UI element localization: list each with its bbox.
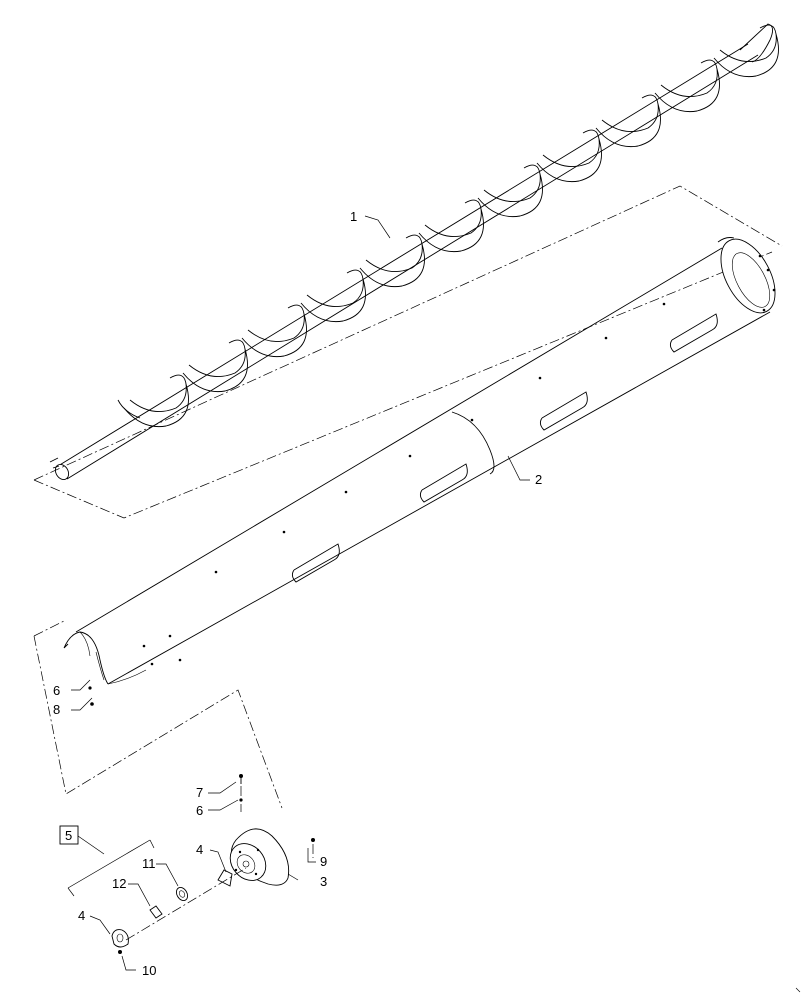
bolt-hole [178,658,182,662]
tube-slot [539,391,588,431]
bearing-ring [175,886,189,902]
callout-3: 3 [320,874,327,889]
auger-flight [477,164,543,218]
tube-slot [669,313,718,353]
nut-item-9 [311,838,315,842]
hardware-parts [88,686,315,954]
auger-stub-shaft [49,457,60,469]
bolt-hole [772,288,776,292]
bolt-hole [762,308,766,312]
bolt-hole [538,376,542,380]
callout-5: 5 [65,828,72,843]
phantom-line-lower [33,619,283,809]
tube-flange-body [717,237,735,243]
bolt-hole [344,490,348,494]
bolt-hole [282,530,286,534]
auger-flight [536,129,602,183]
bolt-hole [758,254,762,258]
callout-4-lower: 4 [78,908,85,923]
auger-tube [63,237,776,685]
group-bracket-5 [67,835,155,897]
auger-shaft-end [54,464,70,480]
callout-11: 11 [142,856,156,871]
bolt-hole [150,662,154,666]
corner-mark [795,987,801,993]
bolt-hole [168,634,172,638]
tube-flange-inner [731,252,771,308]
bolt-hole [214,570,218,574]
callout-6-right: 6 [196,803,203,818]
callout-9: 9 [320,854,327,869]
tube-left-end [63,631,109,685]
bolt-hole [766,268,770,272]
auger-flight [713,24,779,78]
bolt-item-8 [90,702,94,706]
auger-tail-flight [117,399,141,419]
tube-left-lip [79,631,105,681]
bolt-hole [662,302,666,306]
bolt-hole [142,644,146,648]
callout-2: 2 [535,472,542,487]
tube-slot [419,463,468,503]
auger-flights [123,24,779,428]
callout-12: 12 [112,876,126,891]
bearing-flange-lower [111,929,129,948]
auger-flighting [49,23,779,480]
auger-flight [654,59,720,113]
tube-edges [75,247,771,685]
tube-joint-band [451,411,495,475]
bolt-hole [470,418,474,422]
end-cover [229,828,290,886]
phantom-axis [125,786,314,941]
bushing [149,905,163,919]
auger-flight [182,339,248,393]
auger-flight [300,269,366,323]
end-cover-bore [242,860,250,868]
phantom-line-upper [33,185,783,519]
auger-shaft [57,43,759,480]
auger-flight [418,199,484,253]
callout-7: 7 [196,785,203,800]
tube-bottom-lip [107,669,147,685]
nut-item-10 [118,950,122,954]
washer-item-6-left [88,686,92,690]
tube-flange [720,238,776,314]
bearing-flange-upper [217,869,233,887]
callout-4-upper: 4 [196,842,203,857]
tube-bolt-holes [142,254,776,666]
bolt-hole [604,336,608,340]
callout-10: 10 [142,963,156,978]
bolt-hole [408,454,412,458]
callout-1: 1 [350,209,357,224]
end-cover-bearing [236,854,256,874]
auger-flight [123,374,189,428]
auger-flight [241,304,307,358]
auger-flight [595,94,661,148]
callout-box-5 [59,825,79,845]
tube-slot [291,543,340,583]
callout-6-left: 6 [53,683,60,698]
callout-8: 8 [53,702,60,717]
callout-leaders [71,215,530,971]
tube-slots [291,313,718,583]
auger-flight [359,234,425,288]
